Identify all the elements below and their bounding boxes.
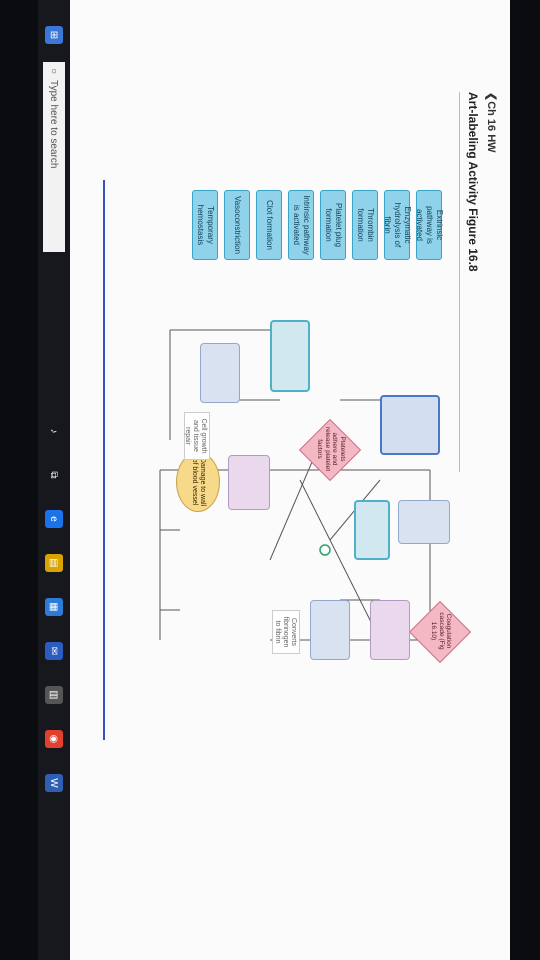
node-damage: Damage to wall of blood vessel: [176, 452, 220, 512]
calculator-icon[interactable]: ▥: [45, 686, 63, 704]
word-icon[interactable]: W: [45, 774, 63, 792]
file-explorer-icon[interactable]: ▤: [45, 554, 63, 572]
diagram-wires: [159, 329, 431, 641]
accent-line: [103, 180, 105, 740]
store-icon[interactable]: ▦: [45, 598, 63, 616]
drop-target[interactable]: [310, 600, 350, 660]
drop-target[interactable]: [370, 600, 410, 660]
mail-icon[interactable]: ✉: [45, 642, 63, 660]
drop-target[interactable]: [270, 320, 310, 392]
node-coagulation: Coagulation cascade (Fig 16.10): [408, 600, 472, 664]
taskbar: ⊞ ○ Type here to search ♪ ⧉ e ▤ ▦ ✉ ▥ ◉ …: [38, 0, 70, 960]
search-placeholder: Type here to search: [48, 80, 60, 169]
edge-icon[interactable]: e: [45, 510, 63, 528]
taskbar-search[interactable]: ○ Type here to search: [43, 62, 65, 252]
drop-target[interactable]: [354, 500, 390, 560]
drop-target[interactable]: [228, 455, 270, 510]
search-icon: ○: [48, 68, 60, 75]
windows-start-icon[interactable]: ⊞: [45, 26, 63, 44]
drop-target[interactable]: [398, 500, 450, 544]
node-platelets: Platelets adhere and release platelet fa…: [298, 418, 362, 482]
node-converts: Converts fibrinogen to fibrin: [272, 610, 300, 654]
node-cell-growth: Cell growth and tissue repair: [184, 412, 210, 460]
chrome-icon[interactable]: ◉: [45, 730, 63, 748]
drop-target[interactable]: [380, 395, 440, 455]
drop-target[interactable]: [200, 343, 240, 403]
app-window: ❮Ch 16 HW Art-labeling Activity Figure 1…: [38, 0, 510, 960]
task-view-icon[interactable]: ⧉: [48, 471, 60, 479]
microphone-icon[interactable]: ♪: [48, 428, 60, 434]
laptop-screen: ❮Ch 16 HW Art-labeling Activity Figure 1…: [38, 0, 510, 960]
